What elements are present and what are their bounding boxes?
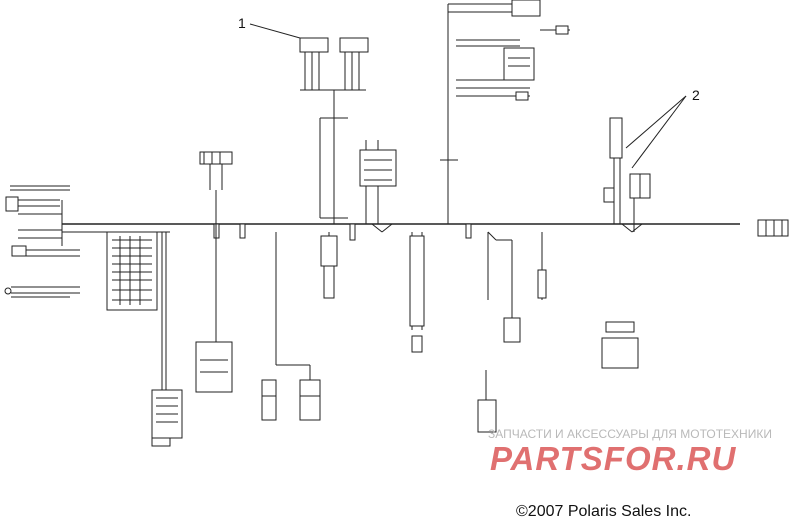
callout-1-connectors xyxy=(249,23,369,224)
watermark-tagline: ЗАПЧАСТИ И АКСЕССУАРЫ ДЛЯ МОТОТЕХНИКИ xyxy=(488,427,772,441)
left-connector-group xyxy=(4,185,80,298)
connector-group-lower-right xyxy=(477,231,639,433)
connector-cluster-center xyxy=(359,140,397,233)
callout-2-label: 2 xyxy=(692,87,700,103)
callout-2-connectors xyxy=(603,95,687,233)
connector-block-left xyxy=(106,231,167,390)
callout-1-label: 1 xyxy=(238,15,246,31)
connector-center-hanging xyxy=(320,223,356,299)
connector-group-center-left xyxy=(261,232,321,421)
connector-relay-top xyxy=(195,151,233,393)
connector-bundle-top-right xyxy=(440,0,570,224)
connector-bottom-left xyxy=(151,389,183,447)
connector-long-hanging xyxy=(409,232,425,353)
watermark-logo: PARTSFOR.RU xyxy=(490,440,736,477)
copyright-text: ©2007 Polaris Sales Inc. xyxy=(516,503,691,519)
connector-right-end xyxy=(757,219,789,237)
